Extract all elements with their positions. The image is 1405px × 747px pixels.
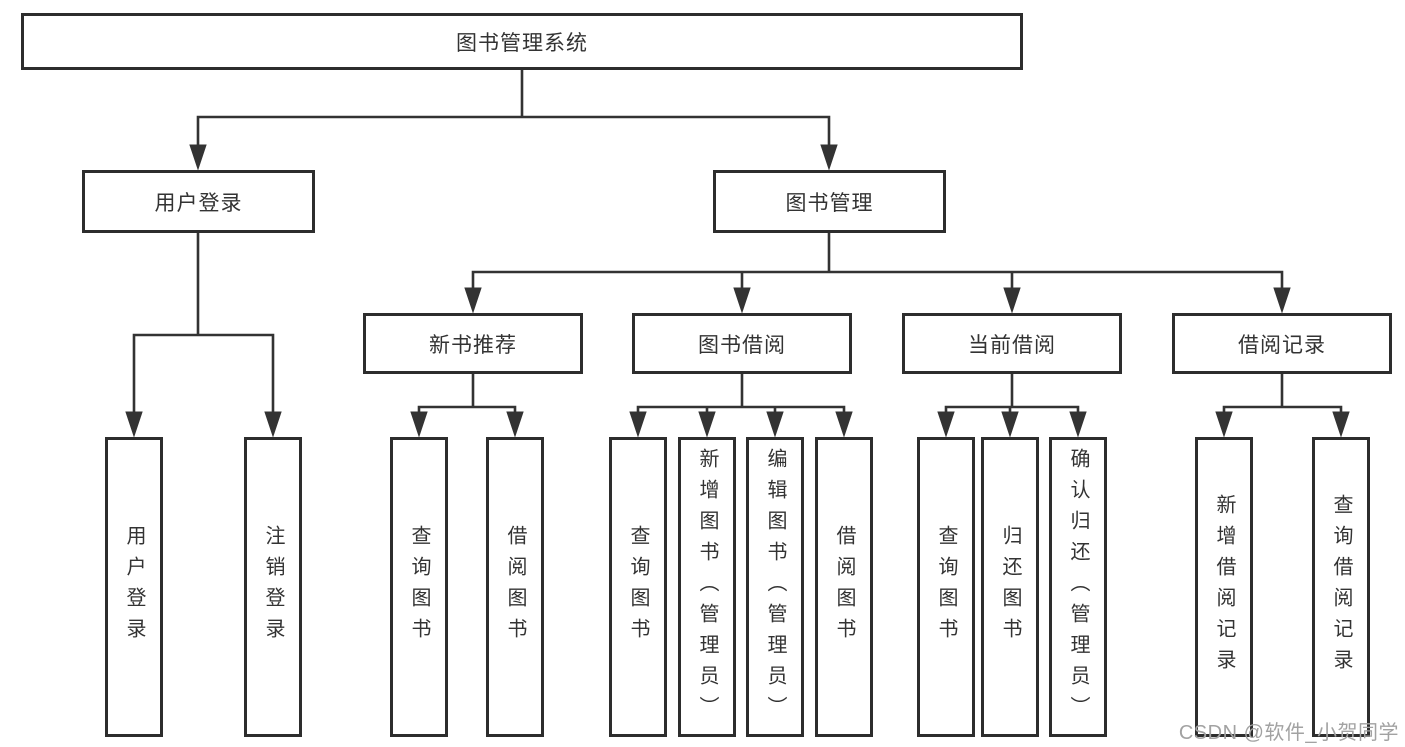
- arrow-down-icon: [1069, 411, 1087, 438]
- arrow-down-icon: [820, 144, 838, 171]
- arrow-down-icon: [1332, 411, 1350, 438]
- arrow-down-icon: [1215, 411, 1233, 438]
- arrow-down-icon: [410, 411, 428, 438]
- leaf-recommend-borrow-books: 借阅图书: [486, 437, 544, 737]
- leaf-current-query-books: 查询图书: [917, 437, 975, 737]
- csdn-watermark: CSDN @软件_小贺同学: [1178, 722, 1399, 744]
- arrow-down-icon: [629, 411, 647, 438]
- leaf-borrowing-add-books-admin: 新增图书（管理员）: [678, 437, 736, 737]
- leaf-borrowing-edit-books-admin: 编辑图书（管理员）: [746, 437, 804, 737]
- arrow-down-icon: [464, 287, 482, 314]
- arrow-down-icon: [1001, 411, 1019, 438]
- arrow-down-icon: [189, 144, 207, 171]
- arrow-down-icon: [698, 411, 716, 438]
- arrow-down-icon: [766, 411, 784, 438]
- arrow-down-icon: [264, 411, 282, 438]
- node-root: 图书管理系统: [21, 13, 1023, 70]
- arrow-down-icon: [1273, 287, 1291, 314]
- leaf-logout: 注销登录: [244, 437, 302, 737]
- node-book-management: 图书管理: [713, 170, 946, 233]
- arrowheads: [125, 144, 1350, 438]
- leaf-recommend-query-books: 查询图书: [390, 437, 448, 737]
- node-book-borrowing: 图书借阅: [632, 313, 852, 374]
- leaf-current-return-books: 归还图书: [981, 437, 1039, 737]
- leaf-records-add-record: 新增借阅记录: [1195, 437, 1253, 737]
- connector-user-login-to-children: [132, 233, 275, 417]
- arrow-down-icon: [1003, 287, 1021, 314]
- connector-book-management-to-level3: [471, 233, 1284, 293]
- node-new-book-recommend: 新书推荐: [363, 313, 583, 374]
- node-user-login: 用户登录: [82, 170, 315, 233]
- connector-new-book-recommend-to-children: [417, 374, 517, 417]
- node-borrowing-records: 借阅记录: [1172, 313, 1392, 374]
- leaf-borrowing-borrow-books: 借阅图书: [815, 437, 873, 737]
- connector-current-borrowing-to-children: [944, 374, 1080, 417]
- leaf-borrowing-query-books: 查询图书: [609, 437, 667, 737]
- leaf-records-query-record: 查询借阅记录: [1312, 437, 1370, 737]
- arrow-down-icon: [733, 287, 751, 314]
- leaf-user-login: 用户登录: [105, 437, 163, 737]
- arrow-down-icon: [937, 411, 955, 438]
- connector-root-to-level2: [196, 70, 831, 150]
- connector-borrowing-records-to-children: [1222, 374, 1343, 417]
- arrow-down-icon: [506, 411, 524, 438]
- leaf-current-confirm-return-admin: 确认归还（管理员）: [1049, 437, 1107, 737]
- arrow-down-icon: [125, 411, 143, 438]
- node-current-borrowing: 当前借阅: [902, 313, 1122, 374]
- arrow-down-icon: [835, 411, 853, 438]
- connector-book-borrowing-to-children: [636, 374, 846, 417]
